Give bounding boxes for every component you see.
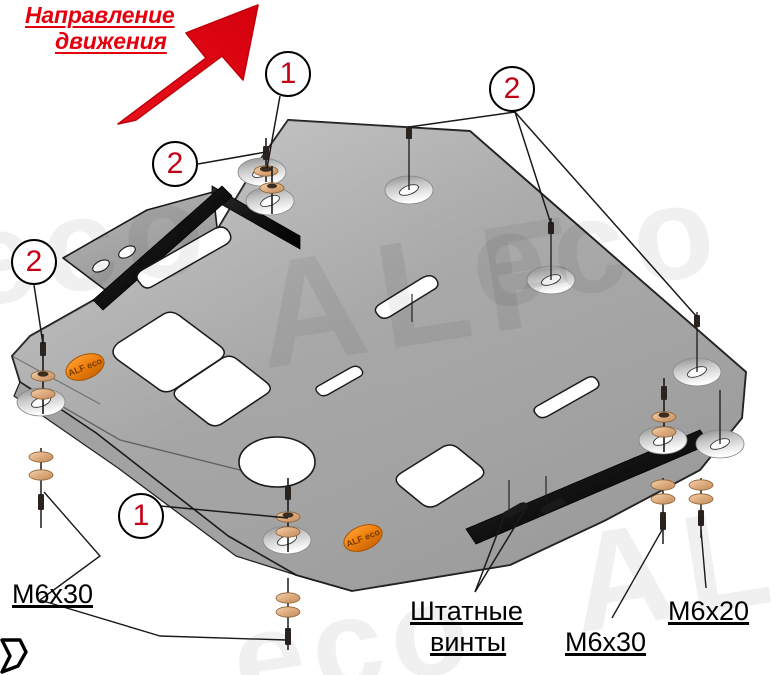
label-standard-screws-line2: винты (430, 627, 507, 657)
callout-bubble-1[interactable]: 1 (265, 51, 311, 97)
callout-bubble-2[interactable]: 2 (11, 239, 57, 285)
alf-eco-badge: ALF eco (65, 353, 105, 381)
logo-mark-partial (0, 638, 28, 674)
callout-bubble-2[interactable]: 2 (489, 66, 535, 112)
leader-stem (406, 126, 412, 190)
bolt-assembly (30, 334, 56, 414)
direction-title-line1: Направление (25, 2, 175, 28)
label-m6x30-middle: M6x30 (565, 627, 647, 657)
bolt-assembly-group (28, 126, 721, 650)
bolt-assembly (259, 166, 285, 214)
leader-stem (694, 312, 700, 372)
bolt-assembly (651, 378, 677, 452)
direction-title-line2: движения (55, 28, 167, 54)
label-standard-screws-line1: Штатные (410, 596, 523, 626)
direction-arrow-icon (117, 4, 259, 125)
leader-lines (33, 95, 707, 641)
label-m6x20: M6x20 (668, 596, 750, 626)
bolt-assembly (28, 448, 54, 528)
callout-bubble-1[interactable]: 1 (118, 493, 164, 539)
leader-stem (548, 218, 554, 280)
label-m6x30-left: M6x30 (12, 579, 94, 609)
alf-eco-badge: ALF eco (343, 524, 383, 552)
bolt-assembly (275, 578, 301, 650)
callout-bubble-2[interactable]: 2 (152, 141, 198, 187)
skid-plate-body (11, 119, 747, 592)
bolt-assembly (688, 478, 714, 538)
bolt-assembly (650, 478, 676, 544)
